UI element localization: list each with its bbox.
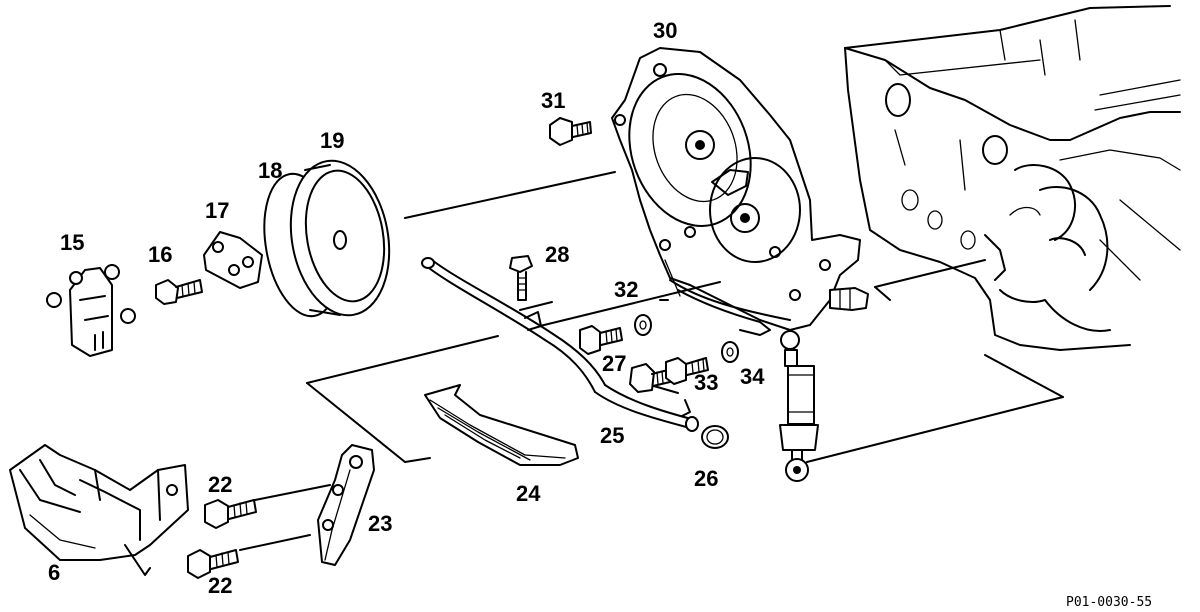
callout-34: 34 bbox=[740, 364, 765, 389]
callout-32: 32 bbox=[614, 277, 638, 302]
support-bracket bbox=[317, 444, 375, 566]
callout-24: 24 bbox=[516, 481, 541, 506]
callout-18: 18 bbox=[258, 158, 282, 183]
callout-15: 15 bbox=[60, 230, 84, 255]
engine-block bbox=[844, 5, 1181, 351]
small-bracket bbox=[46, 264, 136, 357]
callout-16: 16 bbox=[148, 242, 172, 267]
callout-6: 6 bbox=[48, 560, 60, 585]
callout-26: 26 bbox=[694, 466, 718, 491]
callout-17: 17 bbox=[205, 198, 229, 223]
callout-22-upper: 22 bbox=[208, 472, 232, 497]
callout-31: 31 bbox=[541, 88, 565, 113]
drawing-code: P01-0030-55 bbox=[1066, 595, 1152, 610]
gasket-seal bbox=[424, 384, 579, 466]
callout-22-lower: 22 bbox=[208, 573, 232, 598]
callout-23: 23 bbox=[368, 511, 392, 536]
callout-19: 19 bbox=[320, 128, 344, 153]
callout-27: 27 bbox=[602, 351, 626, 376]
timing-case-cover bbox=[611, 47, 869, 336]
callout-30: 30 bbox=[653, 18, 677, 43]
mount-bolts bbox=[187, 499, 257, 579]
callout-25: 25 bbox=[600, 423, 624, 448]
o-ring bbox=[701, 425, 729, 449]
callout-33: 33 bbox=[694, 370, 718, 395]
callout-28: 28 bbox=[545, 242, 569, 267]
leader-lines bbox=[239, 171, 1064, 551]
dipstick-tube bbox=[421, 257, 699, 432]
callout-labels: 6 15 16 17 18 19 22 22 23 24 25 26 27 28… bbox=[48, 18, 765, 598]
pulley-and-seal bbox=[263, 159, 391, 318]
fasteners bbox=[509, 117, 739, 393]
guide-tube-assembly bbox=[779, 330, 819, 482]
mounting-plate bbox=[155, 231, 263, 305]
engine-mount-bracket bbox=[9, 444, 189, 576]
